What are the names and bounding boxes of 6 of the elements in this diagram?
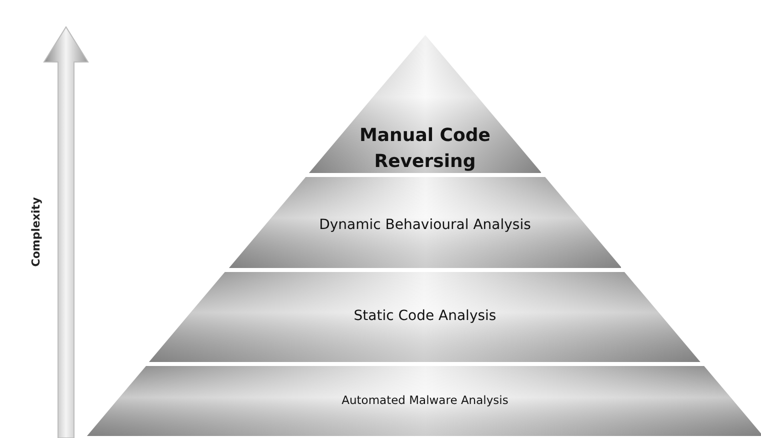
tier-label: Automated Malware Analysis xyxy=(340,394,510,408)
pyramid-tier xyxy=(86,366,761,436)
tier-label: Dynamic Behavioural Analysis xyxy=(318,217,532,234)
tier-label: Manual Code Reversing xyxy=(358,124,492,174)
tier-label: Static Code Analysis xyxy=(352,308,498,325)
axis-label: Complexity xyxy=(30,197,42,267)
